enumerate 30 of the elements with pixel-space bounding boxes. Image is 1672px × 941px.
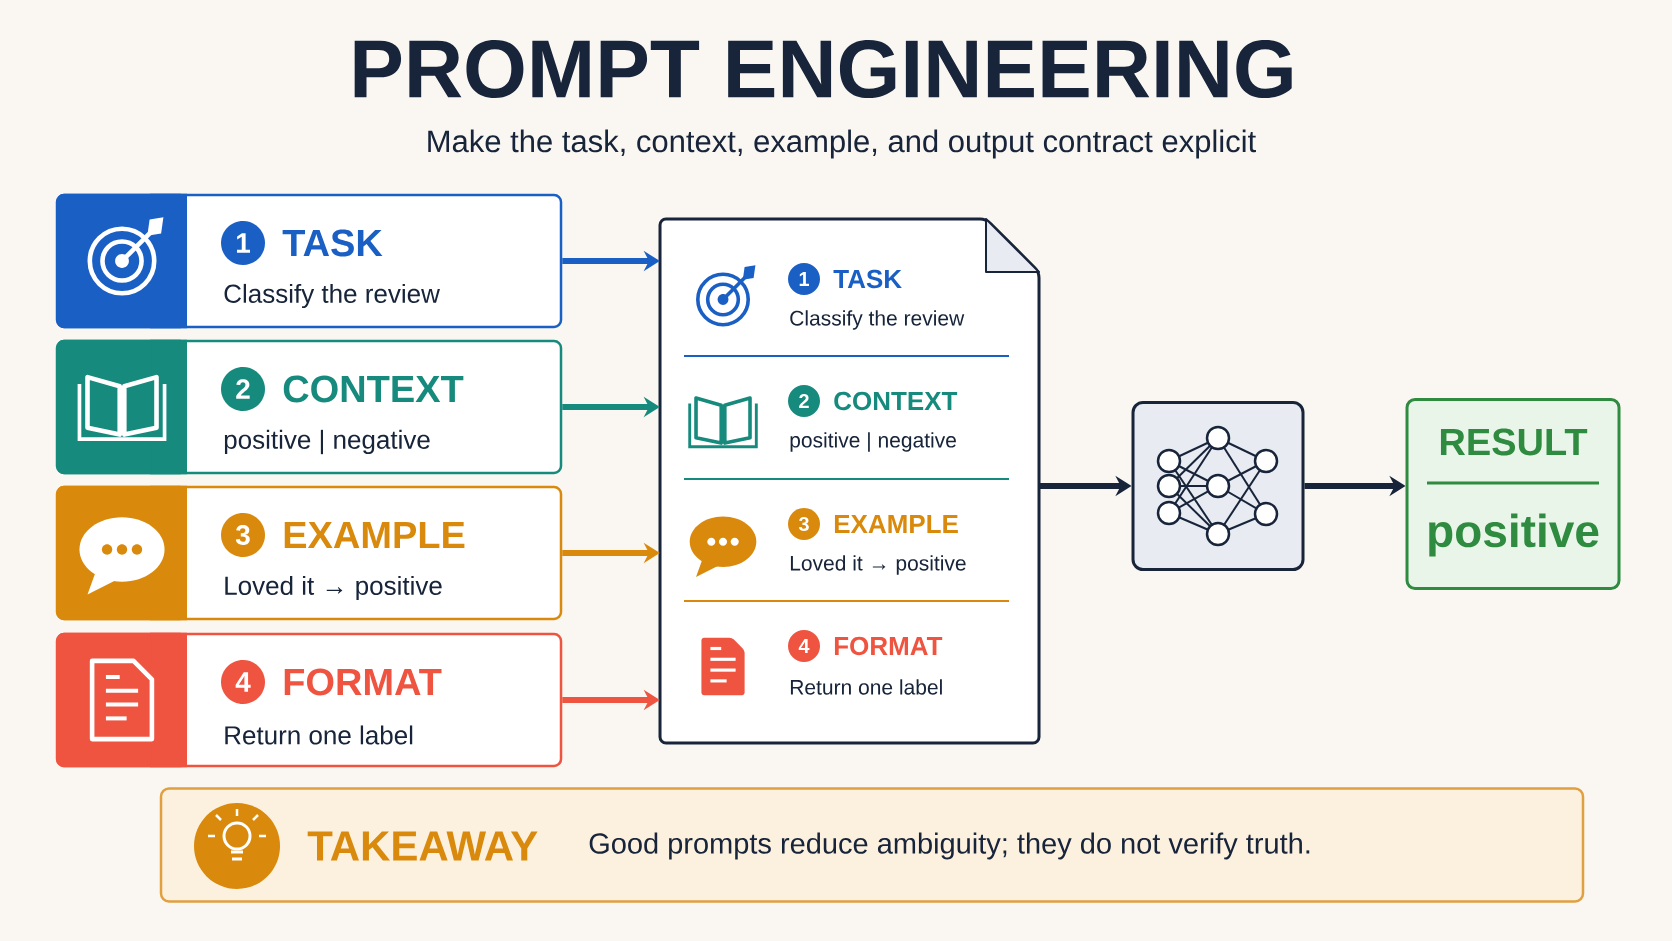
step-heading: TASK [282, 229, 383, 257]
number-badge: 4 [788, 630, 820, 662]
result-value: positive [1429, 513, 1599, 557]
number-badge: 2 [221, 367, 265, 411]
takeaway-text: Good prompts reduce ambiguity; they do not verify truth. [589, 832, 1310, 860]
step-heading: FORMAT [284, 668, 442, 696]
number-badge: 3 [221, 513, 265, 557]
number-badge: 3 [788, 508, 820, 540]
number-badge: 1 [221, 221, 265, 265]
step-text: Classify the review [224, 283, 440, 309]
number-badge: 1 [788, 263, 820, 295]
number-badge: 2 [788, 385, 820, 417]
subtitle: Make the task, context, example, and output contract explicit [428, 129, 1256, 159]
section-text: Return one label [790, 679, 942, 695]
step-heading: EXAMPLE [284, 521, 465, 549]
step-text: Return one label [225, 725, 413, 745]
section-text: Classify the review [790, 310, 965, 330]
step-text: Loved it → positive [225, 575, 442, 601]
section-heading: TASK [833, 269, 902, 289]
result-heading: RESULT [1440, 428, 1588, 456]
section-text: Loved it → positive [790, 555, 966, 575]
number-badge: 4 [221, 660, 265, 704]
step-heading: CONTEXT [283, 375, 464, 403]
step-text: positive | negative [224, 429, 430, 455]
section-heading: FORMAT [834, 636, 943, 656]
title: PROMPT ENGINEERING [354, 40, 1292, 98]
takeaway-heading: TAKEAWAY [307, 831, 538, 861]
section-heading: EXAMPLE [834, 515, 958, 533]
section-text: positive | negative [790, 432, 956, 452]
section-heading: CONTEXT [834, 391, 958, 411]
